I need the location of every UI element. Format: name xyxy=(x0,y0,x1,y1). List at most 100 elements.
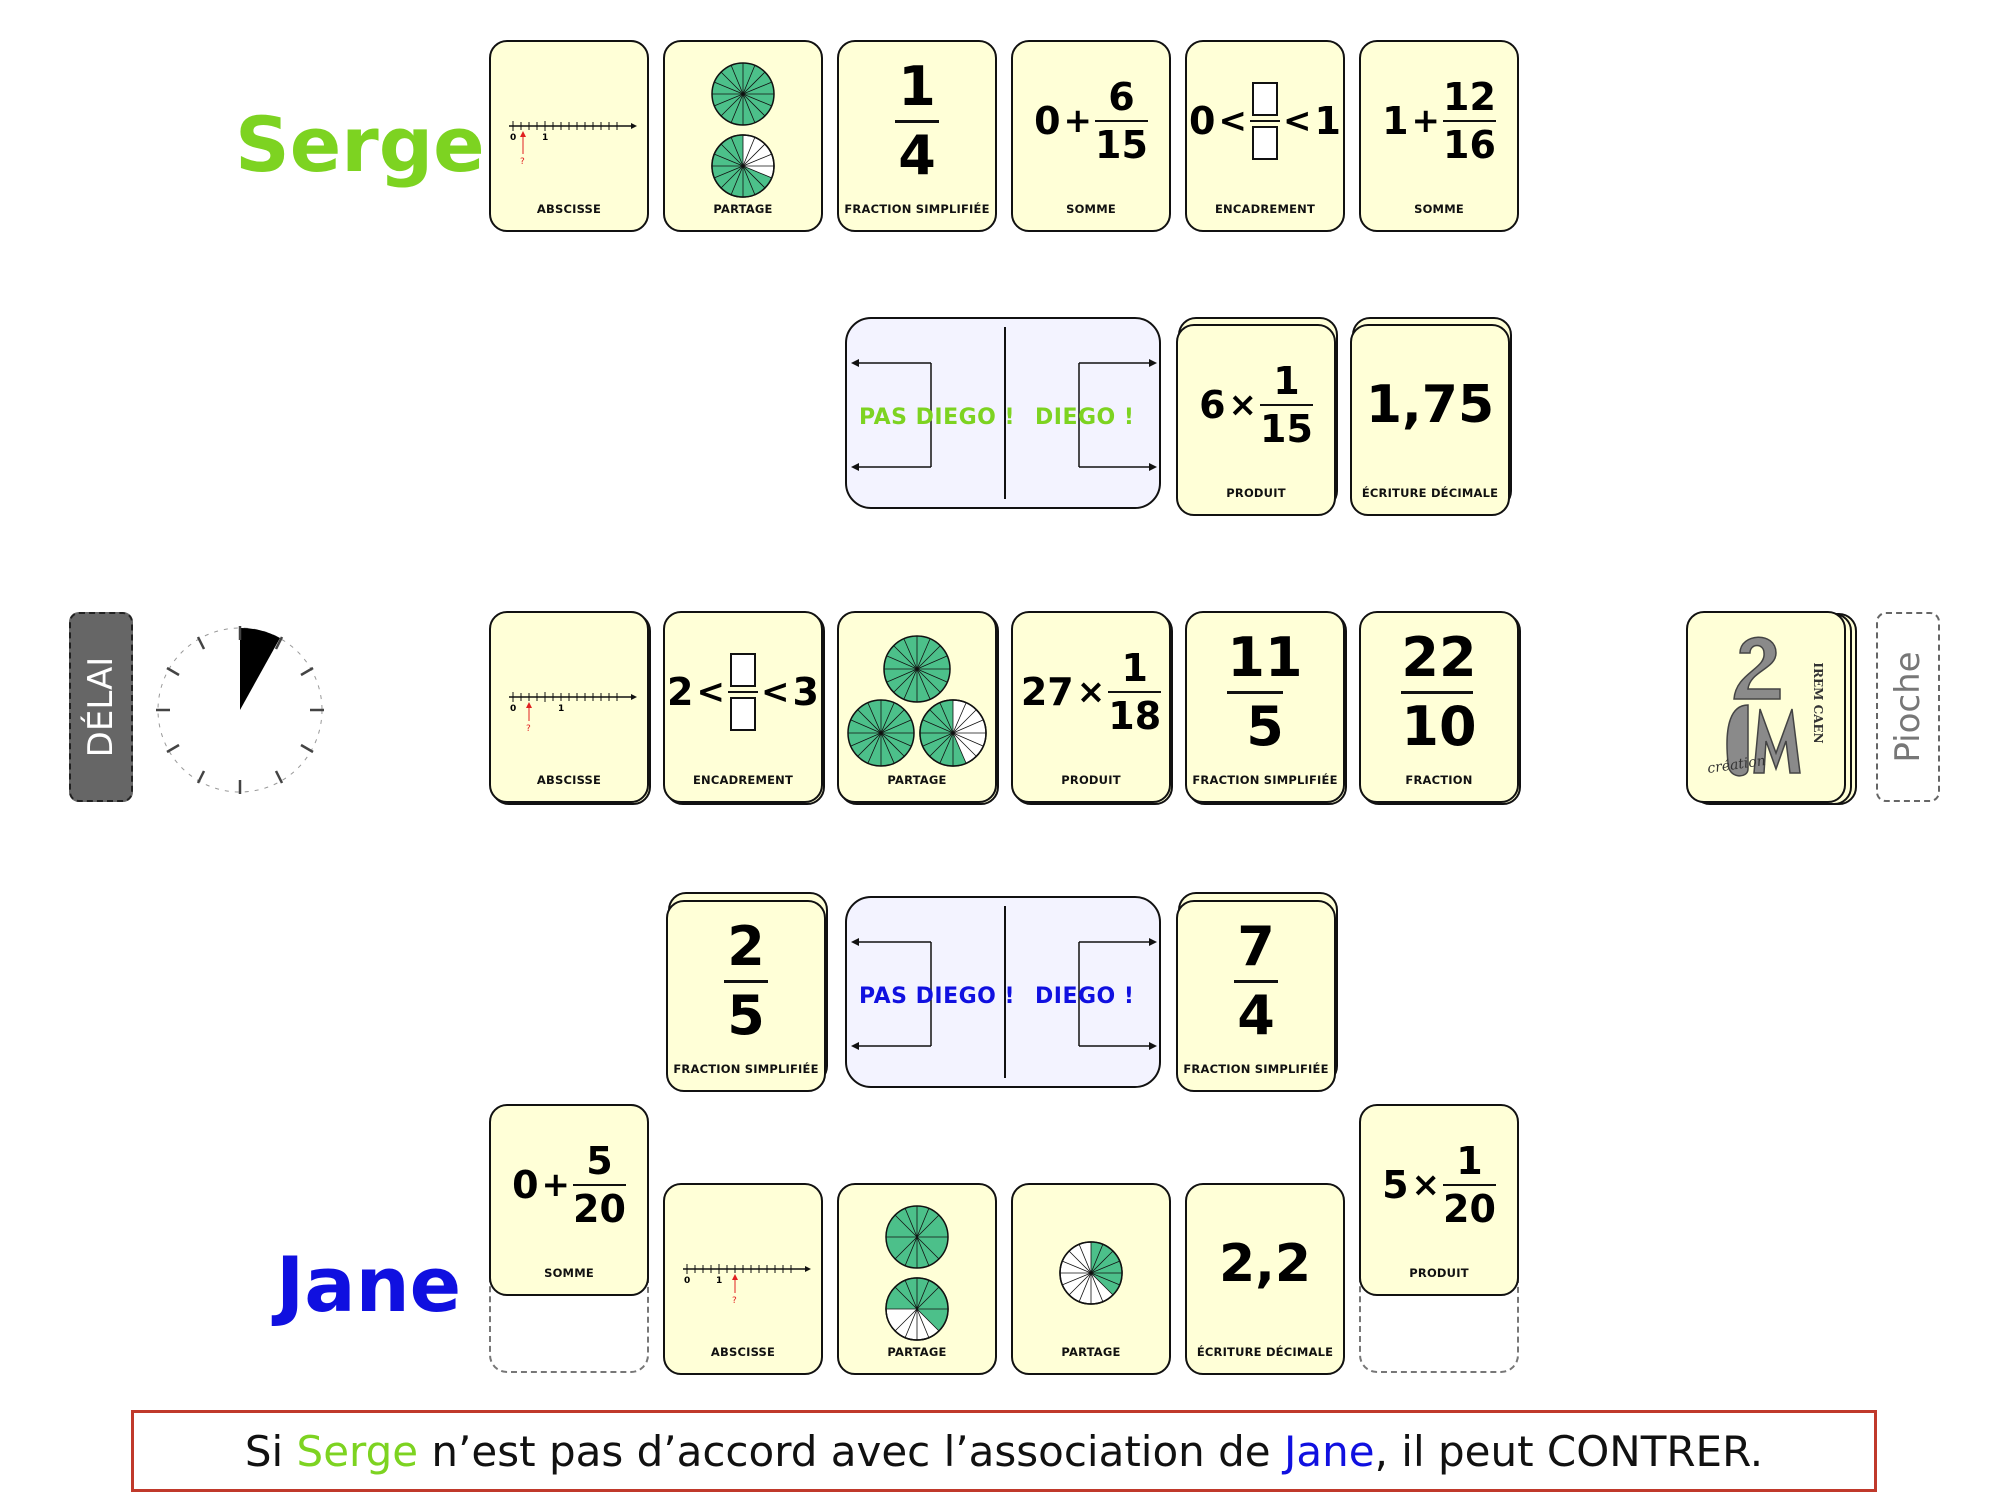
irem-logo-icon: IREM CAEN création xyxy=(1688,613,1844,801)
operator: + xyxy=(1063,101,1093,141)
numerator: 2 xyxy=(727,914,765,978)
card-caption: PARTAGE xyxy=(713,202,773,216)
jane-card-abscisse[interactable]: 0 1 ? ABSCISSE xyxy=(663,1183,823,1375)
pioche-label: Pioche xyxy=(1888,651,1928,763)
lead-number: 27 xyxy=(1020,670,1074,714)
serge-card-somme[interactable]: 0 + 6 15 SOMME xyxy=(1011,40,1171,232)
board-divider xyxy=(1004,327,1006,499)
serge-board-card-produit[interactable]: 6 × 1 15 PRODUIT xyxy=(1176,324,1336,516)
svg-text:0: 0 xyxy=(684,1276,690,1286)
jane-card-partage[interactable]: PARTAGE xyxy=(837,1183,997,1375)
operator: × xyxy=(1076,672,1106,712)
player-name-serge: Serge xyxy=(235,100,485,189)
center-card-encadrement[interactable]: 2 < < 3 ENCADREMENT xyxy=(663,611,823,803)
center-card-partage[interactable]: PARTAGE xyxy=(837,611,997,803)
center-card-abscisse[interactable]: 0 1 ? ABSCISSE xyxy=(489,611,649,803)
lead-number: 0 xyxy=(512,1163,539,1207)
numerator: 6 xyxy=(1108,75,1135,119)
left-bound: 0 xyxy=(1189,99,1216,143)
numerator: 12 xyxy=(1443,75,1496,119)
less-than: < xyxy=(1218,101,1248,141)
numerator: 1 xyxy=(1121,646,1148,690)
serge-diego-board[interactable]: PAS DIEGO ! DIEGO ! xyxy=(845,317,1161,509)
blank-box xyxy=(1252,82,1278,116)
center-card-fraction[interactable]: 22 10 FRACTION xyxy=(1359,611,1519,803)
center-card-fraction-simplifiee[interactable]: 11 5 FRACTION SIMPLIFIÉE xyxy=(1185,611,1345,803)
pas-diego-label[interactable]: PAS DIEGO ! xyxy=(859,984,1016,1009)
numerator: 1 xyxy=(1273,359,1300,403)
jane-card-somme[interactable]: 0 + 5 20 SOMME xyxy=(489,1104,649,1296)
card-caption: ABSCISSE xyxy=(536,202,602,216)
denominator: 15 xyxy=(1095,123,1148,167)
card-caption: SOMME xyxy=(1066,202,1116,216)
delai-button[interactable]: DÉLAI xyxy=(69,612,133,802)
message-part: n’est pas d’accord avec l’association de xyxy=(418,1426,1284,1476)
pas-diego-label[interactable]: PAS DIEGO ! xyxy=(859,405,1016,430)
card-caption: ÉCRITURE DÉCIMALE xyxy=(1196,1345,1334,1359)
message-part: Si xyxy=(244,1426,297,1476)
left-bound: 2 xyxy=(667,670,694,714)
board-divider xyxy=(1004,906,1006,1078)
jane-diego-board[interactable]: PAS DIEGO ! DIEGO ! xyxy=(845,896,1161,1088)
message-part: , il peut CONTRER. xyxy=(1374,1426,1764,1476)
numerator: 5 xyxy=(586,1139,613,1183)
card-caption: FRACTION SIMPLIFIÉE xyxy=(1183,1062,1329,1076)
irem-caen-text: IREM CAEN xyxy=(1811,662,1825,743)
operator: × xyxy=(1228,385,1258,425)
denominator: 16 xyxy=(1443,123,1496,167)
jane-card-decimale[interactable]: 2,2 ÉCRITURE DÉCIMALE xyxy=(1185,1183,1345,1375)
jane-card-partage-2[interactable]: PARTAGE xyxy=(1011,1183,1171,1375)
denominator: 4 xyxy=(898,123,936,187)
less-than: < xyxy=(696,672,726,712)
decimal-value: 2,2 xyxy=(1218,1234,1312,1294)
card-caption: ÉCRITURE DÉCIMALE xyxy=(1361,486,1499,500)
pie-charts-icon xyxy=(665,42,821,200)
card-caption: PARTAGE xyxy=(887,1345,947,1359)
card-caption: FRACTION SIMPLIFIÉE xyxy=(673,1062,819,1076)
jane-board-card-2[interactable]: 7 4 FRACTION SIMPLIFIÉE xyxy=(1176,900,1336,1092)
serge-card-fraction-simplifiee[interactable]: 1 4 FRACTION SIMPLIFIÉE xyxy=(837,40,997,232)
diego-label[interactable]: DIEGO ! xyxy=(1035,984,1135,1009)
svg-text:?: ? xyxy=(526,724,531,734)
number-line-icon: 0 1 ? xyxy=(665,1185,821,1343)
number-line-icon: 0 1 ? xyxy=(491,613,647,771)
serge-board-card-decimale[interactable]: 1,75 ÉCRITURE DÉCIMALE xyxy=(1350,324,1510,516)
jane-board-card-1[interactable]: 2 5 FRACTION SIMPLIFIÉE xyxy=(666,900,826,1092)
operator: + xyxy=(541,1165,571,1205)
jane-card-produit[interactable]: 5 × 1 20 PRODUIT xyxy=(1359,1104,1519,1296)
delai-label: DÉLAI xyxy=(81,656,121,758)
pie-chart-icon xyxy=(1013,1185,1169,1343)
card-caption: PRODUIT xyxy=(1409,1266,1469,1280)
lead-number: 1 xyxy=(1382,99,1409,143)
denominator: 20 xyxy=(1443,1187,1496,1231)
serge-card-somme-2[interactable]: 1 + 12 16 SOMME xyxy=(1359,40,1519,232)
denominator: 10 xyxy=(1401,694,1477,758)
numerator: 1 xyxy=(1456,1139,1483,1183)
serge-card-partage[interactable]: PARTAGE xyxy=(663,40,823,232)
blank-box xyxy=(730,697,756,731)
pie-charts-icon xyxy=(839,1185,995,1343)
right-bound: 3 xyxy=(792,670,819,714)
svg-text:?: ? xyxy=(520,157,525,167)
operator: × xyxy=(1411,1165,1441,1205)
lead-number: 5 xyxy=(1382,1163,1409,1207)
card-caption: FRACTION SIMPLIFIÉE xyxy=(844,202,990,216)
clock-icon xyxy=(150,620,330,804)
less-than: < xyxy=(1283,101,1312,141)
center-card-produit[interactable]: 27 × 1 18 PRODUIT xyxy=(1011,611,1171,803)
less-than: < xyxy=(761,672,790,712)
svg-text:1: 1 xyxy=(716,1276,722,1286)
deck-pile[interactable]: IREM CAEN création xyxy=(1686,611,1846,803)
card-caption: ENCADREMENT xyxy=(1214,202,1316,216)
instruction-banner: Si Serge n’est pas d’accord avec l’assoc… xyxy=(131,1410,1877,1492)
denominator: 18 xyxy=(1108,694,1162,738)
denominator: 20 xyxy=(573,1187,626,1231)
diego-label[interactable]: DIEGO ! xyxy=(1035,405,1135,430)
card-caption: PRODUIT xyxy=(1061,773,1121,787)
serge-card-encadrement[interactable]: 0 < < 1 ENCADREMENT xyxy=(1185,40,1345,232)
pioche-button[interactable]: Pioche xyxy=(1876,612,1940,802)
serge-card-abscisse[interactable]: 0 1 ? ABSCISSE xyxy=(489,40,649,232)
blank-box xyxy=(1252,126,1278,160)
denominator: 4 xyxy=(1237,983,1275,1047)
card-caption: PARTAGE xyxy=(1061,1345,1121,1359)
